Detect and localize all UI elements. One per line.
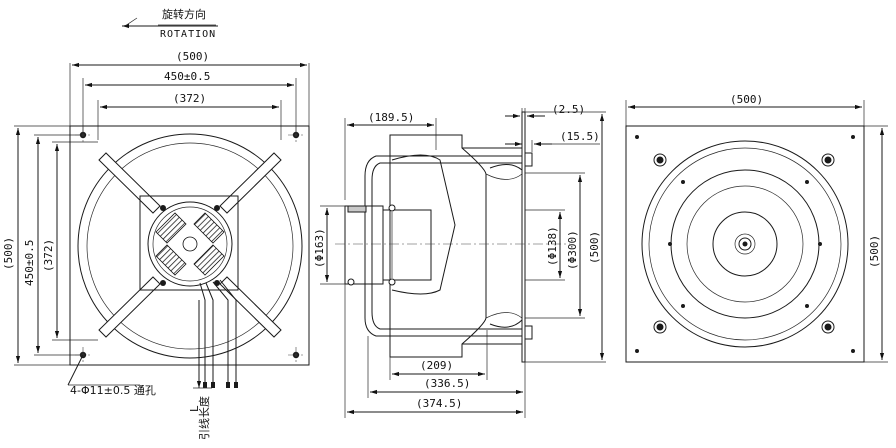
side-dim-bottom-1: (209) bbox=[420, 359, 453, 372]
back-motor bbox=[712, 211, 778, 277]
front-dim-inner-v: (372) bbox=[42, 239, 55, 272]
side-dim-bottom-3: (374.5) bbox=[416, 397, 462, 410]
back-view: (500) (500) bbox=[625, 93, 888, 363]
rotation-label-cn: 旋转方向 bbox=[162, 7, 206, 21]
front-dim-overall-v: (500) bbox=[2, 237, 15, 270]
side-dim-bottom-2: (336.5) bbox=[424, 377, 470, 390]
side-dim-flange: (2.5) bbox=[552, 103, 585, 116]
side-dim-offset: (15.5) bbox=[560, 130, 600, 143]
front-mounting-plate bbox=[69, 125, 310, 366]
side-dim-motor: (Φ138) bbox=[546, 226, 559, 266]
front-mounting-holes bbox=[75, 127, 304, 363]
front-dim-holes-v: 450±0.5 bbox=[23, 240, 36, 286]
side-dim-ring: (Φ300) bbox=[566, 230, 579, 270]
front-dim-overall: (500) bbox=[176, 50, 209, 63]
rotation-label-en: ROTATION bbox=[160, 29, 216, 40]
front-hole-note: 4-Φ11±0.5 通孔 bbox=[70, 384, 156, 397]
back-corner-bolts bbox=[653, 153, 835, 334]
front-dim-inner: (372) bbox=[173, 92, 206, 105]
front-lead-note: 引线长度 bbox=[197, 396, 211, 440]
side-view: (189.5) (2.5) (15.5) bbox=[313, 103, 606, 418]
back-ring-outer bbox=[641, 140, 849, 348]
back-mounting-plate bbox=[625, 125, 865, 363]
back-dim-width: (500) bbox=[730, 93, 763, 106]
front-hub-plate bbox=[139, 195, 239, 291]
side-dim-top-left: (189.5) bbox=[368, 111, 414, 124]
rotation-indicator: 旋转方向 ROTATION bbox=[122, 7, 218, 40]
front-motor-coils bbox=[155, 212, 225, 276]
front-struts bbox=[98, 152, 282, 338]
front-lead-symbol: L bbox=[188, 405, 201, 412]
side-dim-height: (500) bbox=[588, 231, 601, 264]
side-u-bracket bbox=[364, 155, 522, 337]
side-inlet-ring bbox=[389, 134, 487, 358]
side-dim-hub: (Φ163) bbox=[313, 228, 326, 268]
front-view: (500) 450±0.5 (372) (500) 450±0.5 (372) bbox=[2, 50, 310, 440]
side-motor-body bbox=[344, 205, 384, 285]
front-dim-holes: 450±0.5 bbox=[164, 70, 210, 83]
front-lead-wires bbox=[199, 279, 238, 388]
front-fan-ring bbox=[77, 133, 303, 359]
front-motor bbox=[147, 201, 233, 287]
back-dim-height: (500) bbox=[868, 235, 881, 268]
back-small-dots bbox=[635, 135, 855, 353]
